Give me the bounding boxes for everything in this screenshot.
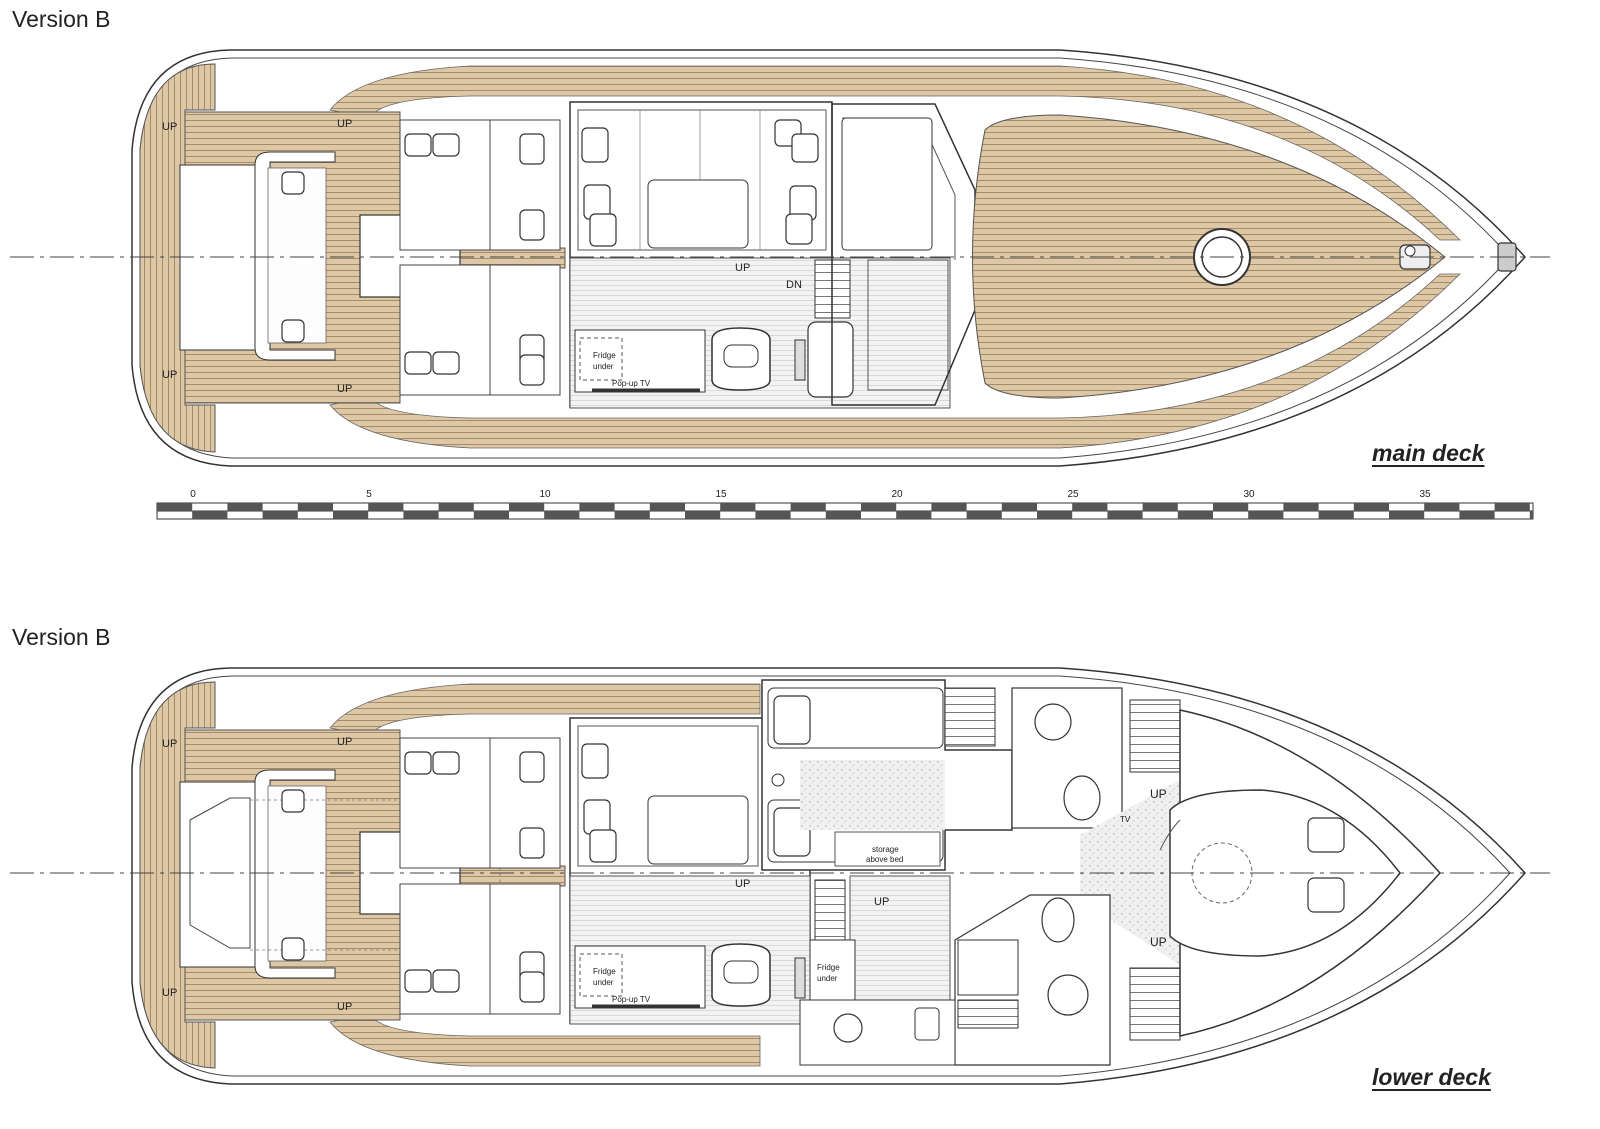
scale-segment (1494, 503, 1530, 511)
scale-segment (649, 503, 685, 511)
scale-segment (473, 511, 509, 519)
scale-tick-label: 30 (1243, 489, 1255, 500)
main-up-label-5: UP (735, 262, 750, 274)
main-up-label-2: UP (337, 118, 352, 130)
scale-segment (1283, 503, 1319, 511)
scale-tick-label: 0 (190, 489, 196, 500)
main-dn-label: DN (786, 279, 802, 291)
main-fridge-label-2: under (593, 362, 614, 371)
scale-segment (790, 503, 826, 511)
scale-segment (544, 511, 580, 519)
scale-tick-label: 5 (366, 489, 372, 500)
main-transom-teak (139, 63, 216, 453)
scale-segment (614, 511, 650, 519)
lower-storage-label-2: above bed (866, 855, 903, 864)
scale-tick-label: 35 (1419, 489, 1431, 500)
scale-segment (1107, 511, 1143, 519)
scale-segment (755, 511, 791, 519)
scale-segment (1459, 511, 1495, 519)
main-popup-tv-label: Pop-up TV (612, 379, 651, 388)
scale-segment (403, 511, 439, 519)
main-up-label-3: UP (162, 369, 177, 381)
scale-segment (297, 503, 333, 511)
scale-segment (1142, 503, 1178, 511)
scale-segment (931, 503, 967, 511)
scale-segment (368, 503, 404, 511)
lower-up-label-5: UP (735, 878, 750, 890)
scale-segment (438, 503, 474, 511)
lower-up-label-8: UP (1150, 935, 1167, 949)
lower-deck-label: lower deck (1372, 1064, 1491, 1090)
scale-segment (896, 511, 932, 519)
scale-segment (1353, 503, 1389, 511)
main-deck-plan: UP UP UP UP UP DN Fridge under Pop-up TV (10, 49, 1550, 467)
lower-up-label-3: UP (162, 987, 177, 999)
lower-deck-plan: UP UP UP UP UP UP UP UP Fridge under Fri… (10, 667, 1550, 1085)
scale-segment (1001, 503, 1037, 511)
lower-transom-teak (139, 681, 216, 1069)
lower-storage-label-1: storage (872, 845, 899, 854)
version-label-lower: Version B (12, 624, 111, 650)
scale-segment (509, 503, 545, 511)
scale-segment (1072, 503, 1108, 511)
lower-up-label-6: UP (874, 896, 889, 908)
scale-segment (1177, 511, 1213, 519)
lower-fridge-label-2: under (593, 978, 614, 987)
main-sidedeck-teak (329, 65, 1461, 241)
scale-segment (861, 503, 897, 511)
scale-segment (579, 503, 615, 511)
scale-segment (262, 511, 298, 519)
main-up-label-4: UP (337, 383, 352, 395)
scale-segment (1037, 511, 1073, 519)
scale-segment (825, 511, 861, 519)
scale-tick-label: 15 (715, 489, 727, 500)
scale-segment (1318, 511, 1354, 519)
scale-tick-label: 25 (1067, 489, 1079, 500)
lower-up-label-1: UP (162, 738, 177, 750)
lower-fridge-label-4: under (817, 974, 838, 983)
lower-master-cabin (1179, 709, 1442, 1037)
main-deck-label: main deck (1372, 440, 1485, 466)
main-fridge-label-1: Fridge (593, 351, 616, 360)
scale-tick-label: 20 (891, 489, 903, 500)
main-up-label-1: UP (162, 121, 177, 133)
scale-segment (966, 511, 1002, 519)
version-label-main: Version B (12, 6, 111, 32)
scale-segment (1424, 503, 1460, 511)
scale-tick-label: 10 (539, 489, 551, 500)
scale-segment (1389, 511, 1425, 519)
lower-up-label-2: UP (337, 736, 352, 748)
lower-up-label-4: UP (337, 1001, 352, 1013)
scale-segment (192, 511, 228, 519)
lower-tv-label: TV (1120, 815, 1131, 824)
scale-segment (685, 511, 721, 519)
lower-popup-tv-label: Pop-up TV (612, 995, 651, 1004)
scale-segment (1248, 511, 1284, 519)
scale-segment (227, 503, 263, 511)
scale-segment (1529, 511, 1533, 519)
scale-segment (1213, 503, 1249, 511)
lower-up-label-7: UP (1150, 787, 1167, 801)
scale-segment (157, 503, 193, 511)
scale-segment (720, 503, 756, 511)
scale-segment (333, 511, 369, 519)
lower-fridge-label-3: Fridge (817, 963, 840, 972)
lower-fridge-label-1: Fridge (593, 967, 616, 976)
scale-bar: 0 5 10 15 20 25 30 35 (156, 489, 1534, 520)
